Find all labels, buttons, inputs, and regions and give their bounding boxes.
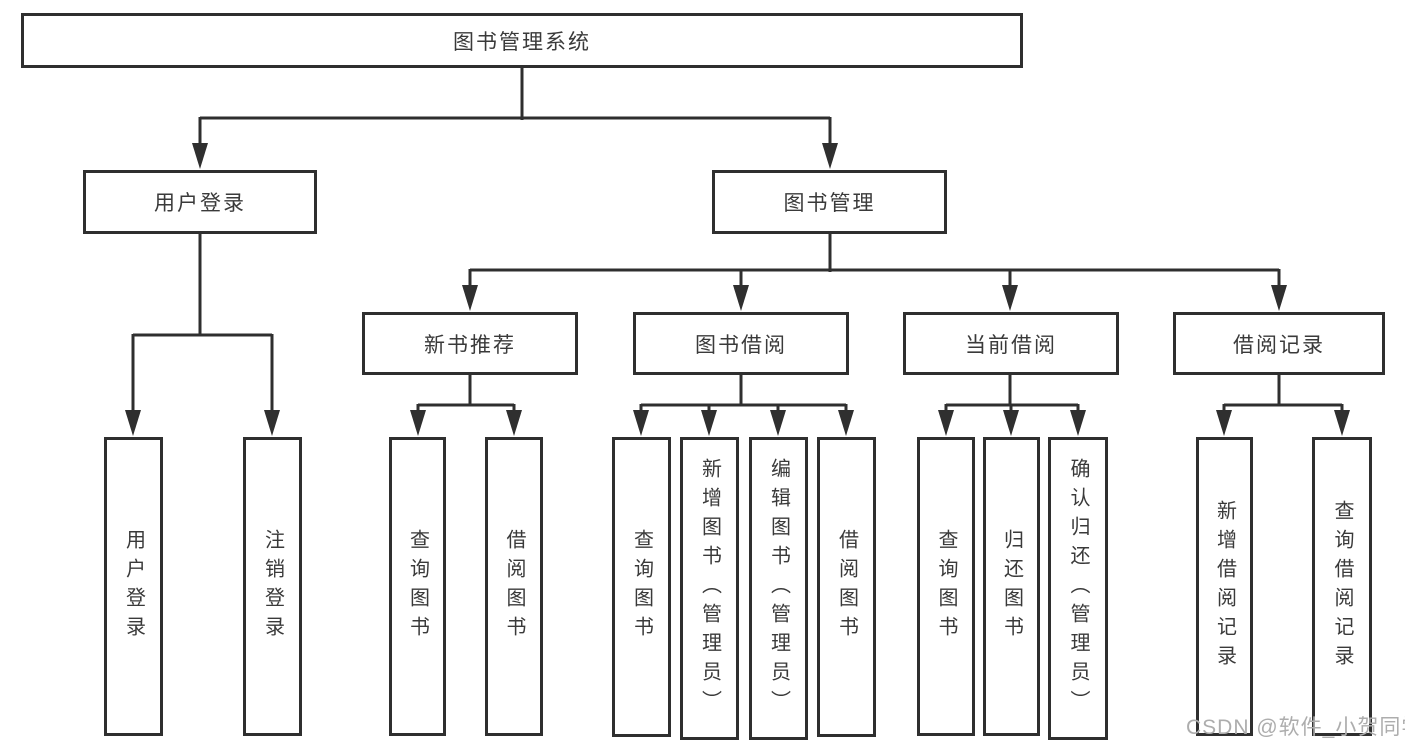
node-current-borrowing: 当前借阅 — [903, 312, 1119, 375]
node-library-management-system: 图书管理系统 — [21, 13, 1023, 68]
node-user-login: 用户登录 — [83, 170, 317, 234]
leaf-add-borrow-record: 新增借阅记录 — [1196, 437, 1253, 736]
node-book-borrowing: 图书借阅 — [633, 312, 849, 375]
leaf-query-books-recommend: 查询图书 — [389, 437, 446, 736]
leaf-add-books-admin: 新增图书（管理员） — [680, 437, 739, 740]
leaf-borrow-books-recommend: 借阅图书 — [485, 437, 543, 736]
leaf-query-borrow-record: 查询借阅记录 — [1312, 437, 1372, 736]
leaf-query-books-current: 查询图书 — [917, 437, 975, 736]
leaf-logout: 注销登录 — [243, 437, 302, 736]
leaf-edit-books-admin: 编辑图书（管理员） — [749, 437, 808, 740]
node-borrowing-records: 借阅记录 — [1173, 312, 1385, 375]
leaf-query-books-borrow: 查询图书 — [612, 437, 671, 737]
leaf-borrow-books: 借阅图书 — [817, 437, 876, 737]
node-book-management: 图书管理 — [712, 170, 947, 234]
watermark: CSDN @软件_小贺同学 — [1186, 716, 1405, 739]
leaf-confirm-return-admin: 确认归还（管理员） — [1048, 437, 1108, 740]
leaf-user-login: 用户登录 — [104, 437, 163, 736]
leaf-return-books: 归还图书 — [983, 437, 1040, 736]
node-new-book-recommendation: 新书推荐 — [362, 312, 578, 375]
